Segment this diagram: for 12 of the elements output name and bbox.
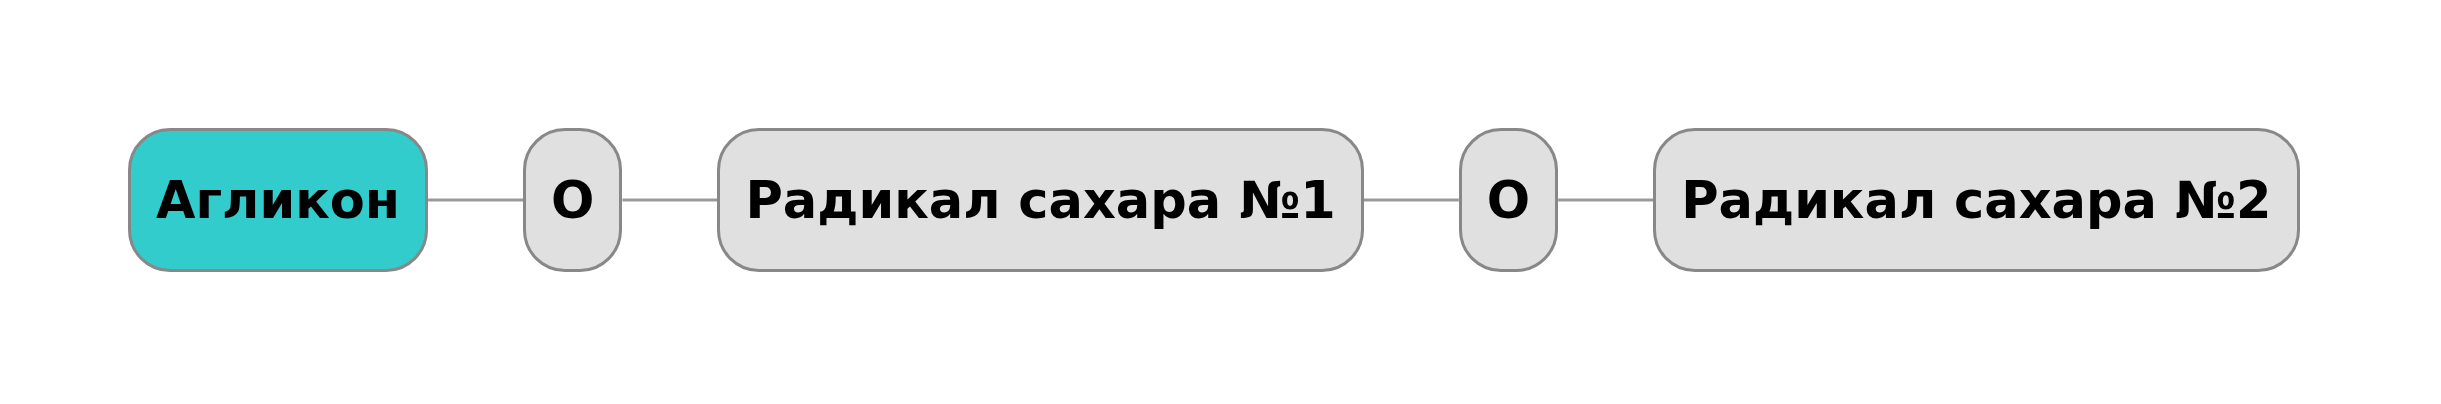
- rounded-box: [1458, 128, 1559, 272]
- connector-line: [1363, 198, 1459, 202]
- rounded-box: [128, 128, 429, 272]
- rounded-box: [523, 128, 623, 272]
- connector-line: [622, 198, 718, 202]
- node-label: O: [1486, 174, 1531, 226]
- connector-line: [1558, 198, 1654, 202]
- node-label: O: [551, 174, 595, 226]
- rounded-box: [1653, 128, 2300, 272]
- connector-line: [428, 198, 524, 202]
- rounded-box: [717, 128, 1364, 272]
- node-label: Агликон: [156, 174, 401, 226]
